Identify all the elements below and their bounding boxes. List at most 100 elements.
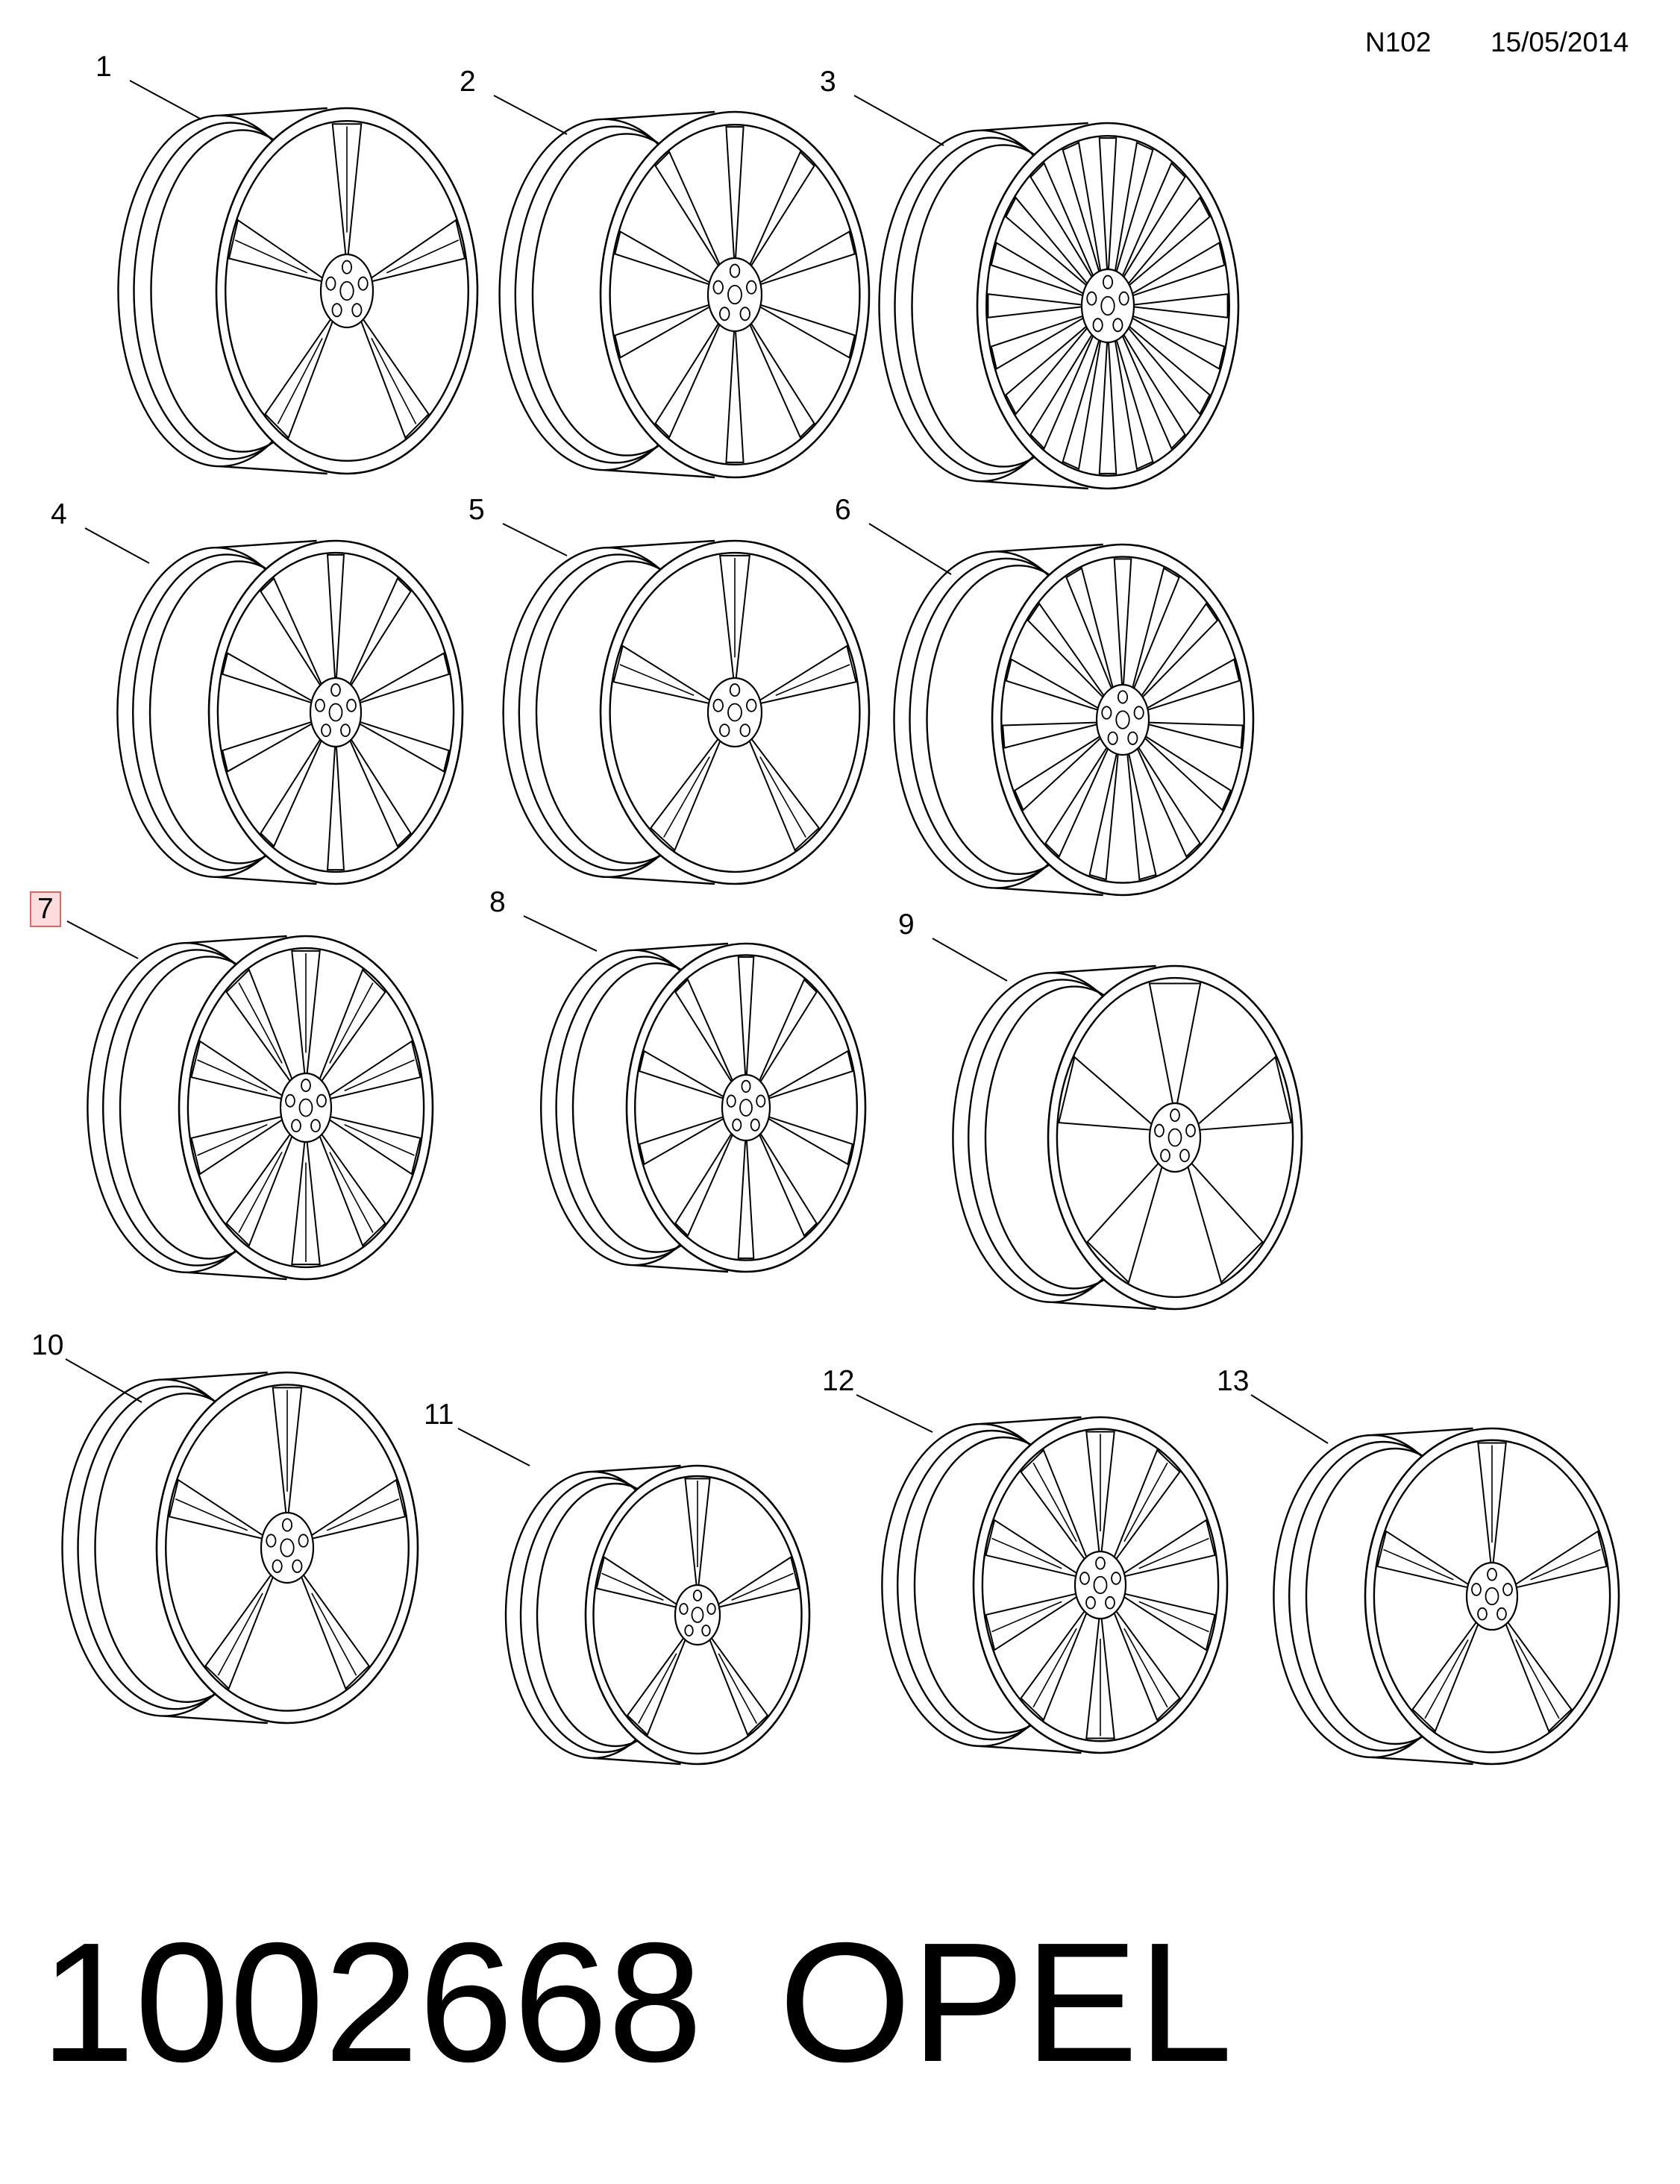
callout-6[interactable]: 6	[835, 494, 851, 526]
callout-8[interactable]: 8	[489, 886, 506, 918]
spoke	[1148, 721, 1244, 749]
callout-4[interactable]: 4	[51, 498, 67, 530]
spoke	[612, 644, 710, 704]
wheel-4[interactable]	[84, 527, 464, 885]
wheel-5[interactable]	[502, 523, 871, 885]
rim-face-inner	[981, 1428, 1220, 1742]
lug-hole	[301, 1079, 311, 1093]
leader-line	[493, 95, 568, 135]
spoke-split-line	[619, 664, 695, 696]
spoke	[1132, 567, 1180, 688]
callout-9[interactable]: 9	[898, 909, 915, 941]
callout-5[interactable]: 5	[468, 494, 485, 526]
lug-hole	[1107, 731, 1118, 745]
hub	[279, 1072, 333, 1143]
wheel-11[interactable]	[457, 1428, 811, 1766]
wheel-2[interactable]	[493, 95, 871, 479]
spoke	[638, 1116, 724, 1166]
center-bore	[1100, 295, 1115, 316]
callout-3[interactable]: 3	[820, 66, 836, 98]
spoke-split-line	[663, 756, 710, 838]
spoke	[1121, 334, 1186, 450]
wheel-7[interactable]	[66, 920, 434, 1281]
spoke	[291, 1141, 321, 1266]
spoke	[291, 950, 321, 1074]
spoke	[759, 978, 818, 1082]
lug-hole	[739, 724, 750, 738]
wheel-1[interactable]	[117, 80, 479, 475]
lug-hole	[706, 1603, 716, 1615]
lug-hole	[266, 1534, 277, 1548]
lug-hole	[726, 1094, 736, 1108]
spoke	[272, 1387, 303, 1513]
callout-11[interactable]: 11	[424, 1399, 454, 1431]
lug-hole	[1079, 1572, 1090, 1585]
lug-hole	[341, 260, 353, 274]
lug-hole	[272, 1559, 283, 1573]
lug-hole	[1095, 1556, 1106, 1570]
spoke	[759, 230, 856, 286]
spoke	[1062, 141, 1102, 272]
spoke	[1147, 658, 1241, 711]
barrel-bottom-line	[186, 1271, 287, 1281]
callout-7[interactable]: 7	[30, 891, 61, 927]
spoke	[331, 123, 363, 255]
lug-hole	[739, 307, 750, 321]
lug-hole	[285, 1093, 295, 1108]
spoke	[1085, 1618, 1115, 1739]
wheel-6[interactable]	[868, 523, 1255, 897]
lug-hole	[1496, 1607, 1507, 1621]
lug-hole	[750, 1118, 760, 1132]
spoke-split-line	[311, 1592, 357, 1676]
spoke	[319, 1134, 386, 1247]
spoke	[359, 721, 450, 773]
spoke	[1133, 293, 1229, 318]
lug-hole	[1085, 1595, 1096, 1610]
spoke-split-line	[718, 1653, 758, 1725]
spoke	[737, 1140, 755, 1259]
spoke	[319, 968, 386, 1082]
wheel-10[interactable]	[61, 1358, 419, 1725]
spoke-split-line	[1138, 1601, 1209, 1633]
hub	[1073, 1550, 1127, 1620]
spoke-split-line	[1032, 1628, 1077, 1708]
spoke	[1515, 1530, 1608, 1589]
wheel-9[interactable]	[932, 938, 1303, 1311]
spoke	[260, 577, 322, 686]
part-number: 1002668	[40, 1908, 703, 2097]
wheel-12[interactable]	[856, 1394, 1229, 1754]
spoke-split-line	[238, 1152, 283, 1233]
spoke-split-line	[277, 338, 323, 424]
leader-line	[1250, 1394, 1329, 1444]
spoke-split-line	[329, 1152, 374, 1233]
callout-13[interactable]: 13	[1217, 1365, 1250, 1397]
lug-hole	[729, 263, 741, 278]
spoke	[1005, 325, 1088, 415]
rim-face-inner	[609, 551, 861, 873]
callout-12[interactable]: 12	[822, 1365, 855, 1397]
spoke	[749, 323, 815, 439]
spoke	[1126, 753, 1157, 881]
callout-2[interactable]: 2	[460, 66, 476, 98]
center-bore	[739, 1099, 753, 1117]
lug-hole	[1154, 1123, 1165, 1138]
barrel-bottom-line	[219, 465, 327, 475]
spoke	[228, 219, 323, 283]
callout-1[interactable]: 1	[95, 51, 112, 83]
wheel-3[interactable]	[853, 95, 1240, 490]
spoke	[718, 1555, 800, 1608]
barrel-top-line	[1372, 1427, 1473, 1437]
center-bore	[1167, 1128, 1182, 1147]
hub	[1148, 1102, 1202, 1173]
barrel-top-line	[980, 122, 1088, 131]
header-code: N102	[1365, 27, 1432, 57]
wheel-8[interactable]	[523, 915, 867, 1273]
spoke	[1027, 602, 1105, 698]
center-bore	[727, 284, 742, 305]
lug-hole	[346, 698, 357, 712]
callout-10[interactable]: 10	[31, 1329, 64, 1361]
spoke	[638, 1049, 724, 1099]
rim-face-inner	[609, 123, 861, 466]
wheel-13[interactable]	[1250, 1394, 1620, 1766]
